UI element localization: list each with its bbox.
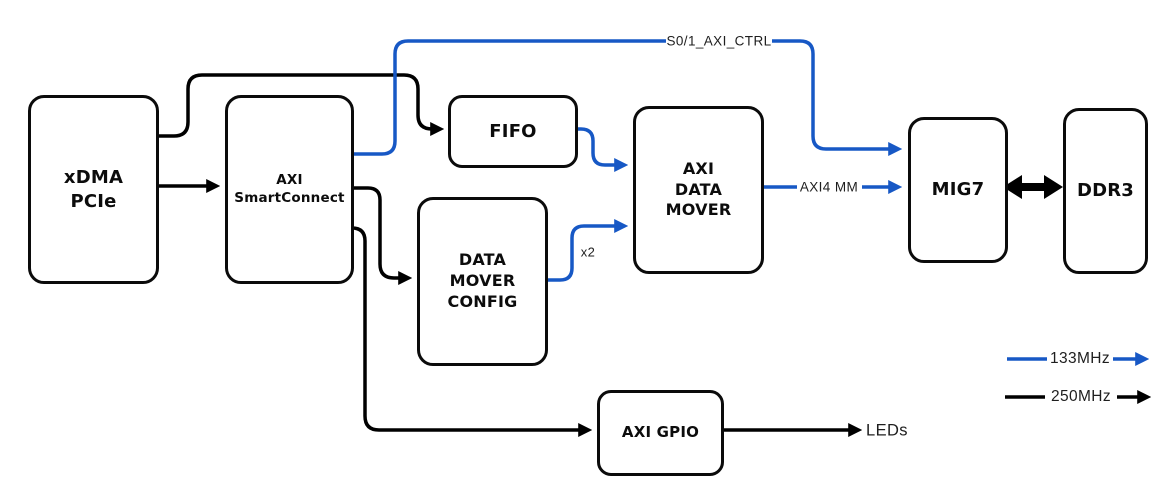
block-ddr3: DDR3 <box>1063 108 1148 274</box>
block-axi-data-mover: AXI DATA MOVER <box>633 106 764 274</box>
block-ddr3-label: DDR3 <box>1076 180 1135 202</box>
edge-label-leds: LEDs <box>866 421 908 440</box>
edge-ctrl-left-segment <box>348 39 666 156</box>
edge-label-s01-axi-ctrl: S0/1_AXI_CTRL <box>666 33 772 49</box>
block-data-mover-config: DATA MOVER CONFIG <box>417 197 548 366</box>
edge-datamoverconfig-to-datamover <box>542 219 629 282</box>
legend-label-250mhz: 250MHz <box>1050 388 1112 405</box>
edge-ctrl-right-segment-to-mig7 <box>772 39 903 156</box>
edge-label-axi4-mm: AXI4 MM <box>799 179 859 195</box>
edge-smartconnect-to-axigpio <box>348 226 593 437</box>
edge-smartconnect-to-datamoverconfig <box>348 186 413 285</box>
edge-fifo-to-datamover <box>572 127 629 172</box>
block-axi-smartconnect: AXI SmartConnect <box>225 95 354 284</box>
block-axi-gpio: AXI GPIO <box>597 390 724 476</box>
edge-label-x2: x2 <box>580 244 596 260</box>
block-mig7-label: MIG7 <box>931 179 985 201</box>
edge-xdma-to-fifo <box>153 73 445 138</box>
block-mig7: MIG7 <box>908 117 1008 263</box>
block-xdma-pcie: xDMA PCIe <box>28 95 159 284</box>
block-data-mover-config-label: DATA MOVER CONFIG <box>447 250 518 311</box>
block-fifo-label: FIFO <box>489 120 537 142</box>
legend-label-133mhz: 133MHz <box>1049 350 1111 367</box>
block-xdma-pcie-label: xDMA PCIe <box>63 167 124 212</box>
edge-mig7-ddr3 <box>1003 175 1063 199</box>
block-axi-smartconnect-label: AXI SmartConnect <box>234 171 345 206</box>
block-fifo: FIFO <box>448 95 578 168</box>
block-axi-data-mover-label: AXI DATA MOVER <box>665 158 732 220</box>
block-axi-gpio-label: AXI GPIO <box>621 423 700 442</box>
